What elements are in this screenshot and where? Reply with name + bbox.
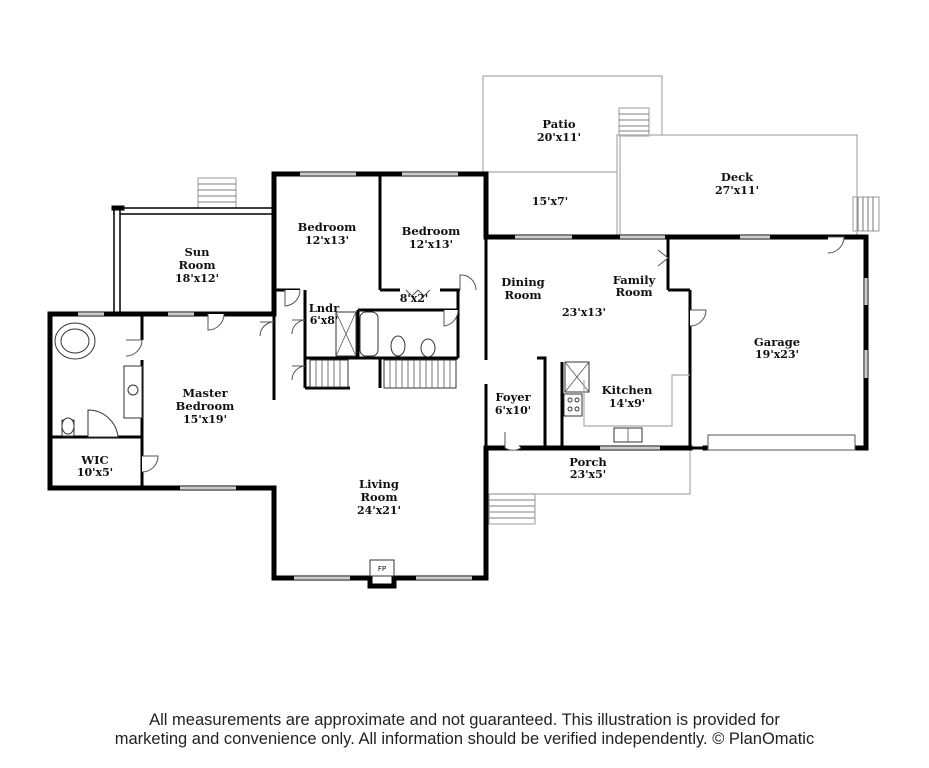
fireplace: FP (369, 559, 395, 577)
wic-name: WIC (80, 453, 108, 467)
foyer-dims: 6'x10' (495, 404, 531, 417)
room-labels: Patio 20'x11' Deck 27'x11' 15'x7' Bedroo… (77, 117, 800, 517)
garage-name: Garage (754, 335, 800, 349)
fireplace-label: FP (378, 565, 386, 573)
family-room-name-1: Family (613, 273, 656, 287)
deck-steps (852, 196, 880, 232)
living-room-name-1: Living (359, 477, 399, 491)
deck-outline (616, 134, 858, 235)
patio-steps (618, 107, 650, 137)
bedroom-2-dims: 12'x13' (409, 238, 453, 251)
family-room-name-2: Room (615, 285, 652, 299)
porch-name: Porch (569, 455, 607, 469)
windows (78, 172, 868, 580)
disclaimer-line-2: marketing and convenience only. All info… (114, 730, 815, 748)
disclaimer: All measurements are approximate and not… (0, 711, 929, 749)
dining-room-name-2: Room (504, 288, 541, 302)
floor-plan: FP Patio 20'x11' Deck 27'x11' 15'x7' Bed… (47, 75, 880, 589)
sun-room-steps (197, 177, 237, 211)
laundry-dims: 6'x8' (310, 314, 339, 327)
patio-name: Patio (542, 117, 575, 131)
kitchen-name: Kitchen (602, 383, 653, 397)
master-bedroom-name-1: Master (182, 386, 228, 400)
sun-room-name-2: Room (178, 258, 215, 272)
laundry-name: Lndr (309, 301, 340, 315)
garage-door (707, 434, 856, 451)
sun-room-name-1: Sun (184, 245, 210, 259)
bedroom-1-name: Bedroom (298, 220, 357, 234)
closet-dims: 8'x2' (400, 292, 429, 305)
living-room-name-2: Room (360, 490, 397, 504)
bedroom-2-name: Bedroom (402, 224, 461, 238)
sun-room-dims: 18'x12' (175, 272, 219, 285)
deck-name: Deck (721, 170, 754, 184)
dining-room-name-1: Dining (501, 275, 544, 289)
doors (125, 236, 845, 473)
bath-fixtures (54, 311, 436, 438)
living-room-dims: 24'x21' (357, 504, 401, 517)
bedroom-1-dims: 12'x13' (305, 234, 349, 247)
stairs (309, 359, 457, 389)
porch-dims: 23'x5' (570, 468, 606, 481)
wic-dims: 10'x5' (77, 466, 113, 479)
garage-dims: 19'x23' (755, 348, 799, 361)
patio-dims: 20'x11' (537, 131, 581, 144)
porch-steps (488, 493, 536, 525)
deck-dims: 27'x11' (715, 184, 759, 197)
master-bedroom-dims: 15'x19' (183, 413, 227, 426)
kitchen-dims: 14'x9' (609, 397, 645, 410)
master-bedroom-name-2: Bedroom (176, 399, 235, 413)
disclaimer-line-1: All measurements are approximate and not… (149, 711, 780, 729)
family-room-dims: 23'x13' (562, 306, 606, 319)
kitchen-fixtures (563, 361, 690, 443)
foyer-name: Foyer (495, 390, 531, 404)
patio-outline (482, 75, 663, 173)
mid-porch-dims: 15'x7' (532, 195, 568, 208)
